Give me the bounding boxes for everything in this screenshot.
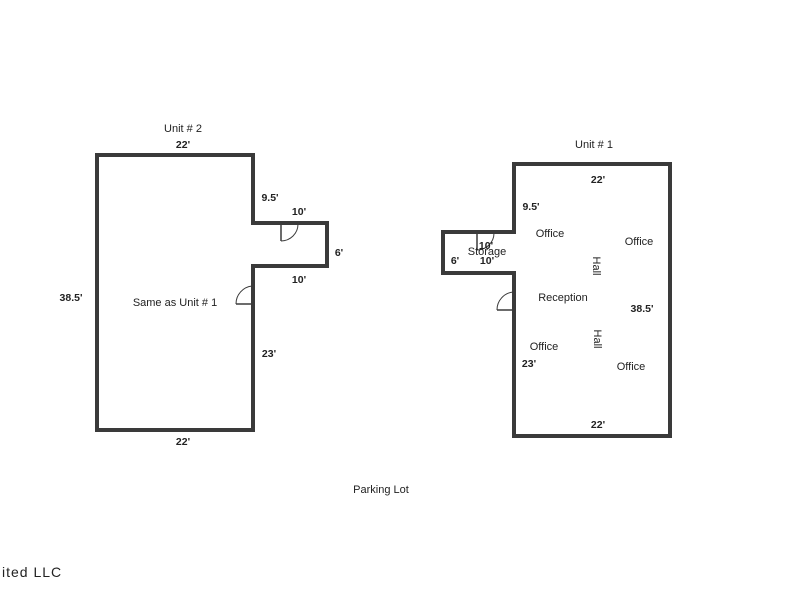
unit-1-dim-right: 38.5' (631, 303, 654, 315)
unit-2-dim-bump-side: 6' (335, 247, 343, 259)
unit-2-dim-top: 22' (176, 139, 190, 151)
footer-watermark-text: ited LLC (2, 564, 62, 580)
unit-1-room-hall-upper: Hall (590, 257, 602, 276)
unit-2-dim-left: 38.5' (60, 292, 83, 304)
unit-1-dim-top: 22' (591, 174, 605, 186)
unit-1-title: Unit # 1 (575, 139, 613, 151)
unit-2-dim-bump-bottom: 10' (292, 274, 306, 286)
unit-1-room-office-upper-left: Office (536, 228, 565, 240)
unit-1-dim-bottom: 22' (591, 419, 605, 431)
parking-lot-label: Parking Lot (353, 484, 409, 496)
unit-2-dim-bump-top: 10' (292, 206, 306, 218)
unit-1-room-reception: Reception (538, 292, 588, 304)
unit-2-title: Unit # 2 (164, 123, 202, 135)
unit-2-outline (95, 153, 329, 432)
unit-2: Unit # 2 22' 9.5' 10' 6' 10' 38.5' Same … (60, 123, 344, 448)
unit-2-dim-lower-right: 23' (262, 348, 276, 360)
unit-1-room-storage: Storage (468, 246, 507, 258)
unit-2-dim-bottom: 22' (176, 436, 190, 448)
unit-1-room-office-lower-left: Office (530, 341, 559, 353)
unit-2-label: Same as Unit # 1 (133, 297, 217, 309)
unit-1-room-hall-lower: Hall (591, 330, 603, 349)
unit-1-dim-storage-side: 6' (451, 255, 459, 267)
unit-1-dim-storage-top: 10' (479, 240, 493, 252)
unit-1-room-office-lower-right: Office (617, 361, 646, 373)
unit-1-door-storage (476, 232, 495, 251)
unit-2-door-entry (235, 285, 253, 305)
unit-1: Unit # 1 22' 9.5' 10' Storage 6' 10' Off… (441, 139, 672, 438)
unit-1-dim-lower-left: 23' (522, 358, 536, 370)
unit-1-outline (441, 162, 672, 438)
unit-2-door-upper (280, 223, 299, 242)
unit-1-room-office-upper-right: Office (625, 236, 654, 248)
unit-1-door-entry (496, 291, 514, 311)
unit-1-dim-notch-top: 9.5' (522, 201, 539, 213)
unit-1-dim-storage-bottom: 10' (480, 255, 494, 267)
unit-2-dim-notch-top: 9.5' (261, 192, 278, 204)
